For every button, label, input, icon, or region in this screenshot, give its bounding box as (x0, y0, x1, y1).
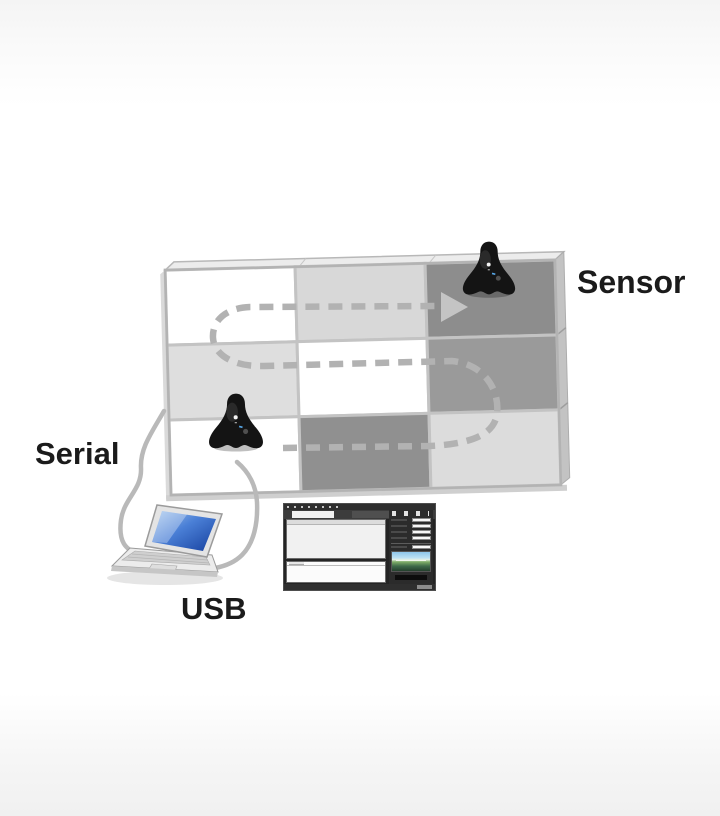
software-menu-icons (287, 505, 339, 509)
wall-panel-r2c3 (425, 333, 561, 415)
software-photo-highlight (395, 559, 427, 561)
laptop-screen (152, 511, 216, 551)
software-log-header (287, 565, 385, 567)
software-sidebar-icons (392, 511, 430, 516)
scan-path-arrowhead (441, 292, 468, 322)
software-photo-thumbnail (390, 551, 431, 573)
sensor-label: Sensor (577, 264, 686, 300)
software-content-area (286, 519, 386, 560)
serial-cable (118, 408, 167, 556)
software-sidebar (388, 510, 433, 584)
software-active-tab (291, 510, 334, 519)
software-buttons (395, 575, 427, 581)
software-inactive-tab (351, 511, 410, 518)
software-menubar (284, 504, 435, 511)
software-field (390, 529, 431, 535)
software-statusbar (284, 583, 435, 590)
software-content-header (287, 520, 385, 526)
software-log-list (286, 560, 386, 584)
usb-cable (212, 459, 260, 571)
software-window (283, 503, 436, 591)
software-status-button (416, 584, 432, 590)
software-log-tab (289, 561, 304, 566)
laptop (107, 504, 224, 585)
usb-label: USB (181, 591, 247, 626)
scan-path (209, 302, 501, 452)
wall-panel-r1c1 (163, 265, 299, 347)
software-field (390, 518, 431, 523)
wall-bottom-edge (166, 484, 568, 502)
serial-label: Serial (35, 436, 120, 471)
software-field (390, 544, 431, 549)
software-tab-strip (284, 510, 435, 519)
software-field (390, 524, 431, 529)
wall-outline (163, 258, 563, 497)
video-wall (160, 250, 571, 502)
wall-panel-r2c2 (295, 336, 431, 419)
wall-panel-r1c2 (293, 261, 429, 344)
wall-panel-r3c2 (297, 411, 433, 494)
laptop-screen-glare (152, 511, 187, 543)
laptop-front-edge (111, 566, 218, 577)
software-field (390, 535, 431, 540)
software-sidebar-divider (390, 542, 431, 544)
